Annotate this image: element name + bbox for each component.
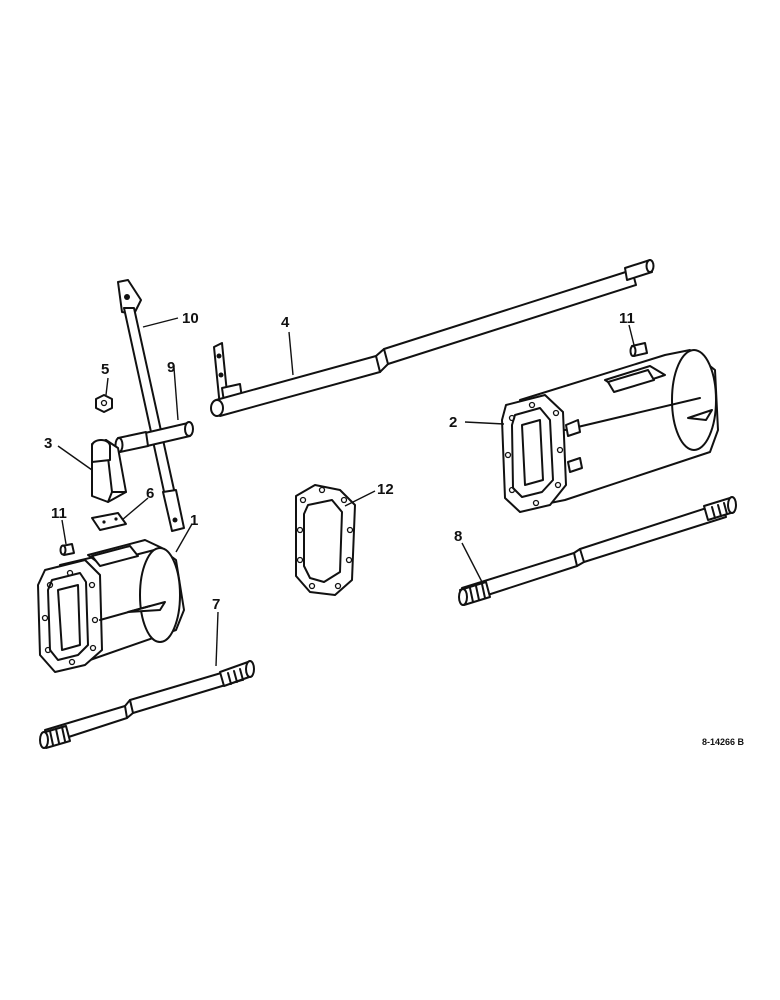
callout-11-left: 11 xyxy=(51,505,67,522)
part-11-dowel-right xyxy=(629,342,648,357)
part-7-shaft-left xyxy=(39,660,255,749)
callout-6: 6 xyxy=(146,485,154,502)
callout-3: 3 xyxy=(44,435,52,452)
callout-5: 5 xyxy=(101,361,109,378)
part-9-pin xyxy=(114,421,194,453)
leader-lines xyxy=(57,317,635,667)
callout-11-right: 11 xyxy=(619,310,635,327)
callout-8: 8 xyxy=(454,528,462,545)
reference-code: 8-14266 B xyxy=(702,737,745,747)
callout-9: 9 xyxy=(167,359,175,376)
part-6-plate xyxy=(91,512,127,531)
callout-1: 1 xyxy=(190,512,198,529)
part-5-nut xyxy=(95,394,113,413)
part-12-gasket xyxy=(295,484,356,596)
part-3-bracket xyxy=(91,439,127,503)
part-8-shaft-right xyxy=(458,496,737,606)
callout-10: 10 xyxy=(182,310,199,327)
part-11-dowel-left xyxy=(59,543,75,556)
part-2-housing-right xyxy=(501,349,719,513)
part-4-rod xyxy=(210,259,655,417)
part-10-lever xyxy=(117,279,185,532)
part-1-housing-left xyxy=(37,539,185,673)
callout-7: 7 xyxy=(212,596,220,613)
callout-2: 2 xyxy=(449,414,457,431)
callout-4: 4 xyxy=(281,314,290,331)
callout-12: 12 xyxy=(377,481,394,498)
callout-labels: 10 4 5 9 3 6 1 11 11 2 12 8 7 xyxy=(44,310,635,613)
